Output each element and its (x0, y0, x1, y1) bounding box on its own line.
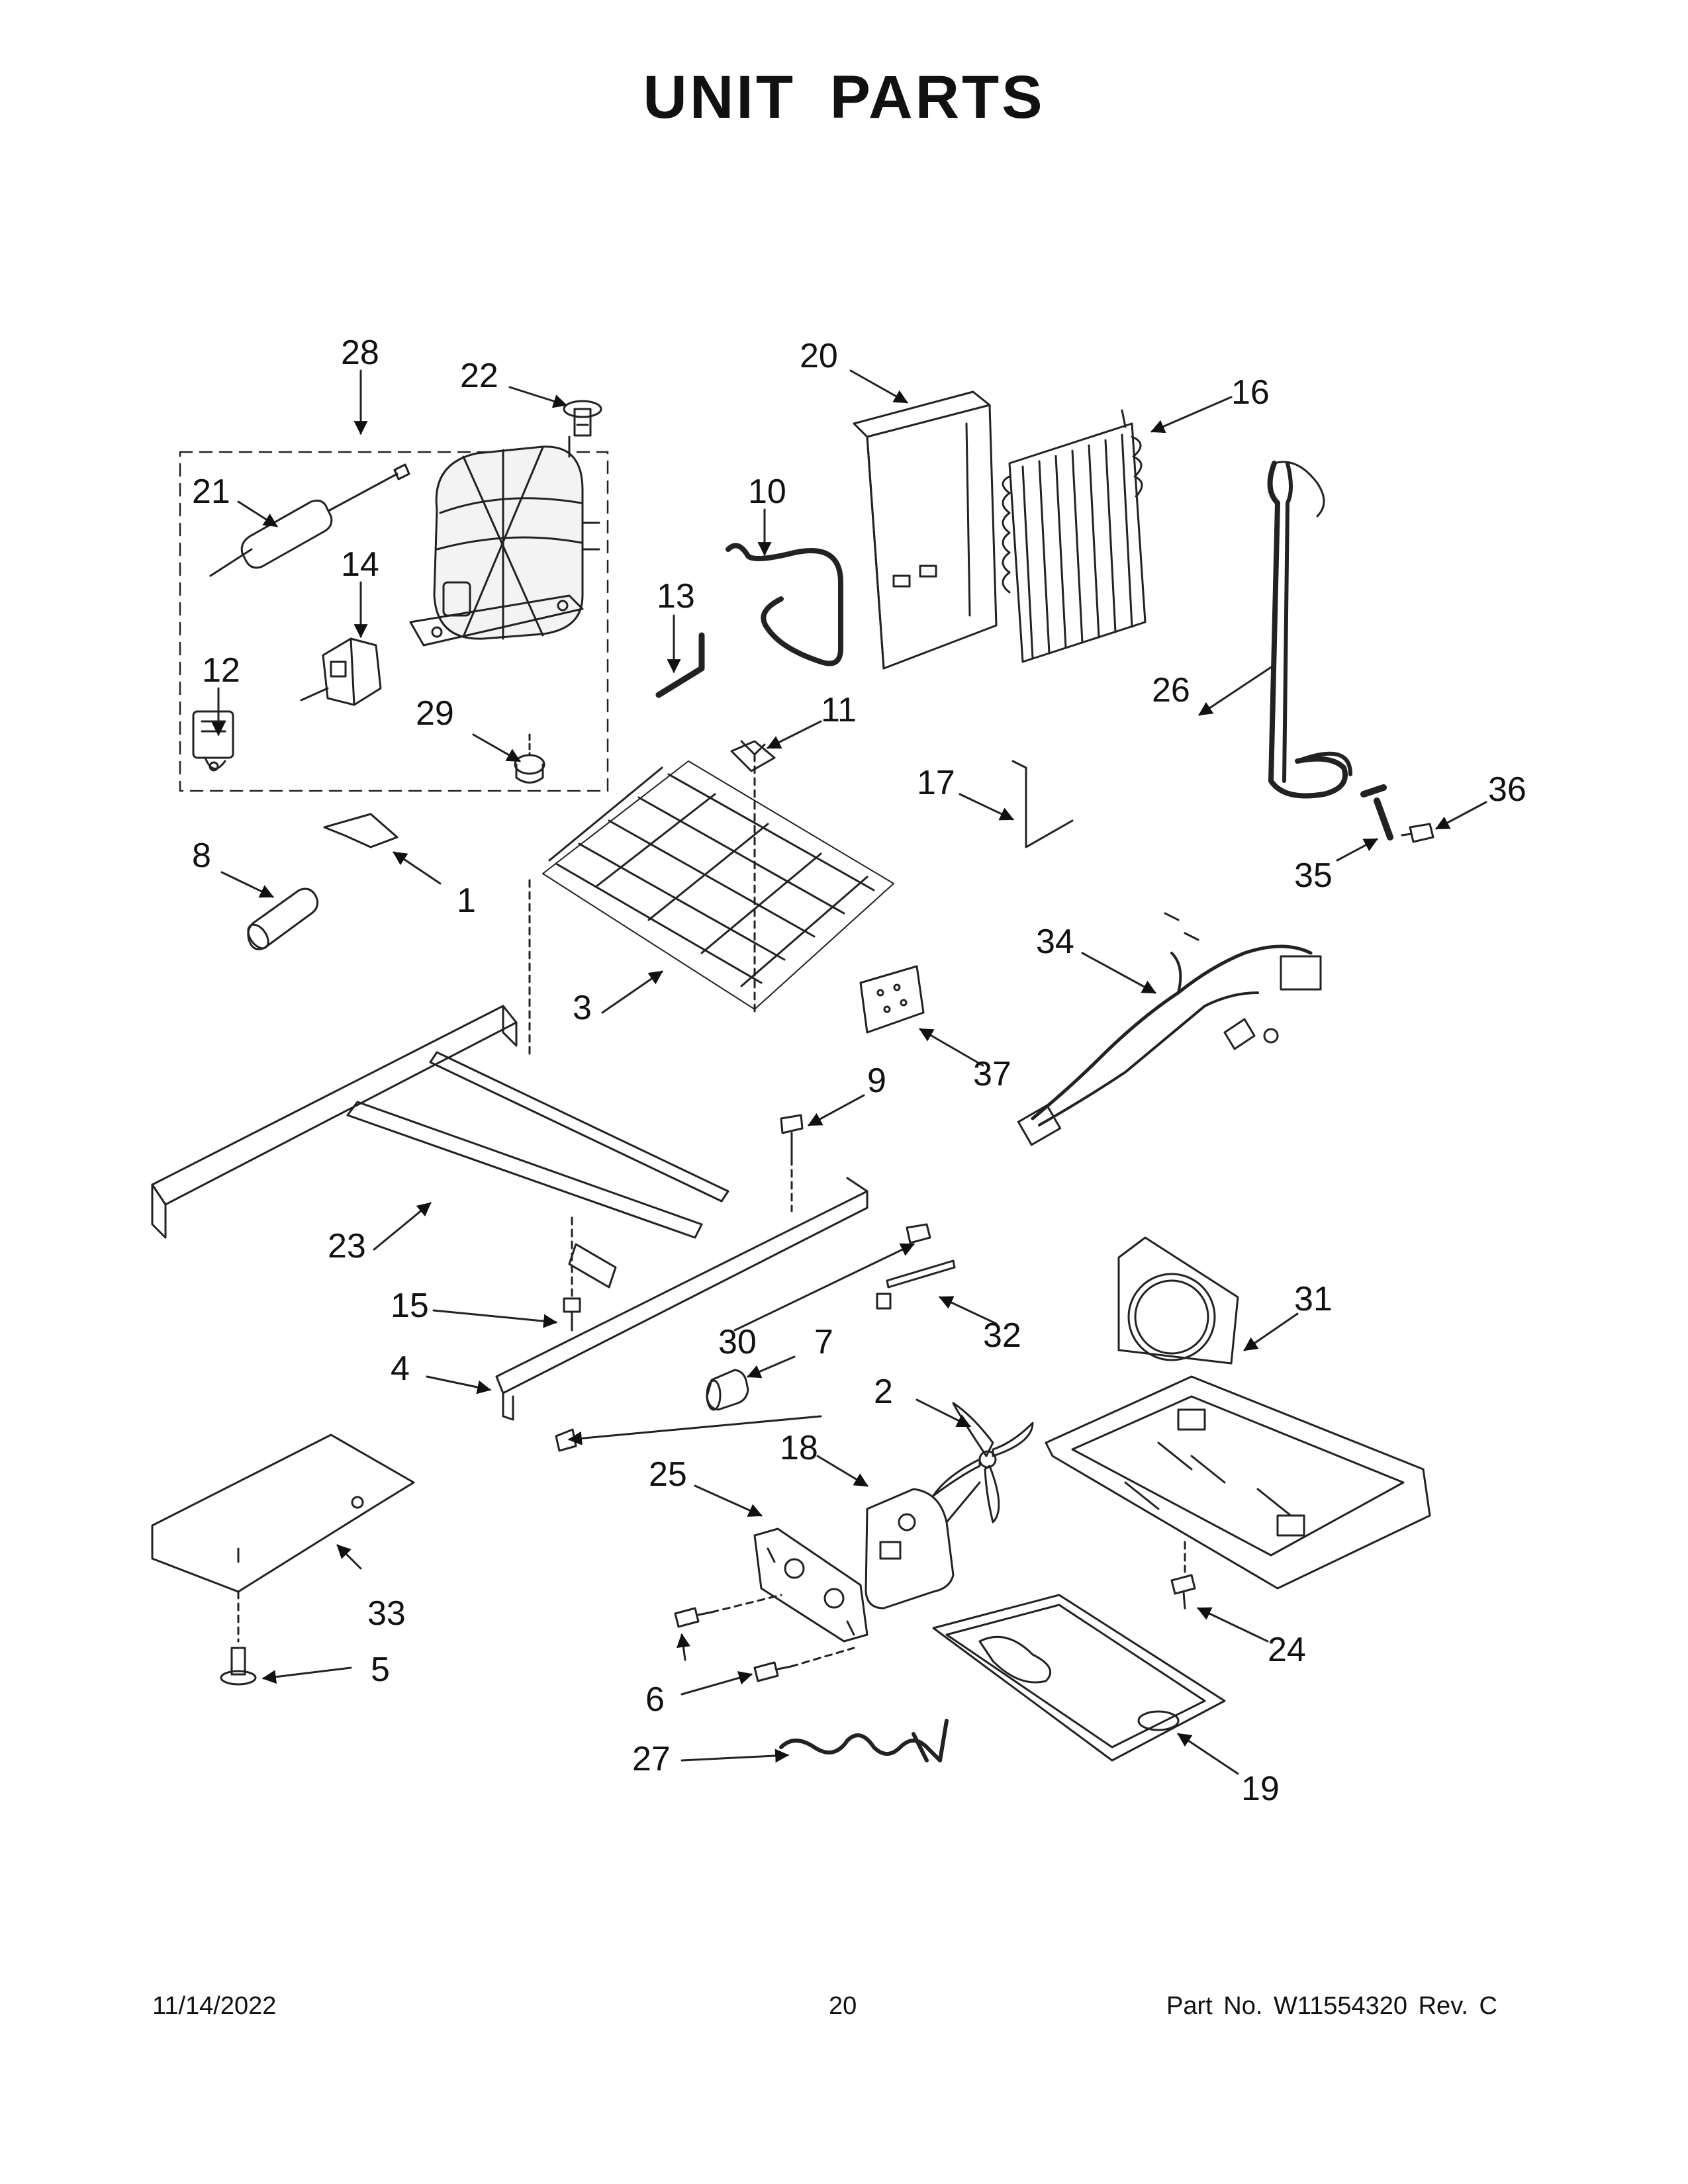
cover-plate-part (151, 1433, 415, 1643)
condenser-part (1002, 409, 1147, 663)
control-board-part (859, 965, 925, 1034)
condenser-cover-part (853, 390, 998, 670)
callout-1: 1 (457, 882, 476, 920)
callout-2: 2 (874, 1373, 893, 1411)
callout-6: 6 (645, 1680, 665, 1719)
callout-17: 17 (917, 764, 955, 802)
callout-32: 32 (983, 1316, 1021, 1355)
screw-30-part (555, 1223, 931, 1452)
callout-29: 29 (416, 694, 454, 733)
front-rail-part (495, 1177, 868, 1421)
compressor-kit-outline (179, 451, 609, 792)
callout-10: 10 (748, 473, 786, 511)
callout-7: 7 (814, 1323, 833, 1361)
callout-14: 14 (341, 545, 379, 584)
footer-part-number: Part No. W11554320 Rev. C (1166, 1992, 1497, 2020)
screw-24-part (1170, 1541, 1196, 1610)
callout-23: 23 (328, 1227, 366, 1265)
footer-date: 11/14/2022 (152, 1992, 277, 2020)
callout-28: 28 (341, 334, 379, 372)
grommet-part (563, 400, 602, 437)
callout-34: 34 (1036, 923, 1074, 961)
condenser-coil-part (528, 740, 894, 1060)
callout-9: 9 (867, 1062, 886, 1100)
drier-part (209, 463, 410, 577)
callout-12: 12 (202, 651, 240, 690)
callout-26: 26 (1152, 671, 1190, 709)
callout-36: 36 (1488, 770, 1526, 809)
callout-18: 18 (780, 1429, 818, 1467)
fan-motor-part (865, 1481, 981, 1610)
callout-4: 4 (391, 1349, 410, 1388)
compressor-part (409, 435, 600, 647)
frame-rail-part (151, 1005, 729, 1289)
overload-part (192, 710, 234, 772)
wire-harness-part (1017, 912, 1322, 1146)
callout-11: 11 (821, 691, 857, 729)
compressor-grommet-part (514, 733, 545, 784)
callout-35: 35 (1294, 856, 1333, 895)
fan-blade-part (932, 1402, 1034, 1524)
callout-16: 16 (1231, 373, 1270, 412)
screw-6-part (674, 1594, 855, 1682)
callout-24: 24 (1268, 1631, 1306, 1669)
screw-36-part (1401, 823, 1434, 843)
callout-13: 13 (657, 577, 695, 615)
callout-19: 19 (1241, 1770, 1280, 1808)
callout-31: 31 (1294, 1280, 1333, 1318)
motor-bracket-part (753, 1527, 868, 1643)
footer-page-number: 20 (829, 1992, 857, 2020)
callout-15: 15 (391, 1287, 429, 1325)
cable-tie-part (876, 1259, 956, 1310)
fan-shroud-part (1045, 1236, 1431, 1590)
callout-27: 27 (632, 1740, 671, 1778)
bushing-part (706, 1369, 749, 1411)
callout-25: 25 (649, 1455, 687, 1494)
callout-8: 8 (192, 837, 211, 875)
elbow-tube-part (655, 632, 705, 698)
drain-pan-part (932, 1594, 1226, 1762)
callout-20: 20 (800, 337, 838, 375)
page-title: UNIT PARTS (643, 64, 1045, 131)
sleeve-part (247, 887, 319, 950)
shield-part (323, 813, 399, 848)
defrost-heater-part (1267, 461, 1352, 799)
callout-5: 5 (371, 1651, 390, 1689)
callout-37: 37 (973, 1055, 1011, 1093)
bracket-part (1011, 760, 1074, 848)
tube-part (726, 543, 843, 666)
callout-22: 22 (460, 357, 498, 395)
callout-33: 33 (367, 1594, 406, 1633)
drain-heater-part (779, 1719, 949, 1762)
callout-30: 30 (718, 1323, 757, 1361)
screw-9-part (780, 1114, 804, 1212)
leveling-leg-part (220, 1647, 257, 1686)
screw-15-part (563, 1216, 581, 1332)
callout-21: 21 (192, 473, 230, 511)
probe-part (1360, 784, 1393, 841)
clip-part (730, 740, 776, 772)
start-relay-part (300, 637, 382, 706)
callout-3: 3 (573, 989, 592, 1027)
